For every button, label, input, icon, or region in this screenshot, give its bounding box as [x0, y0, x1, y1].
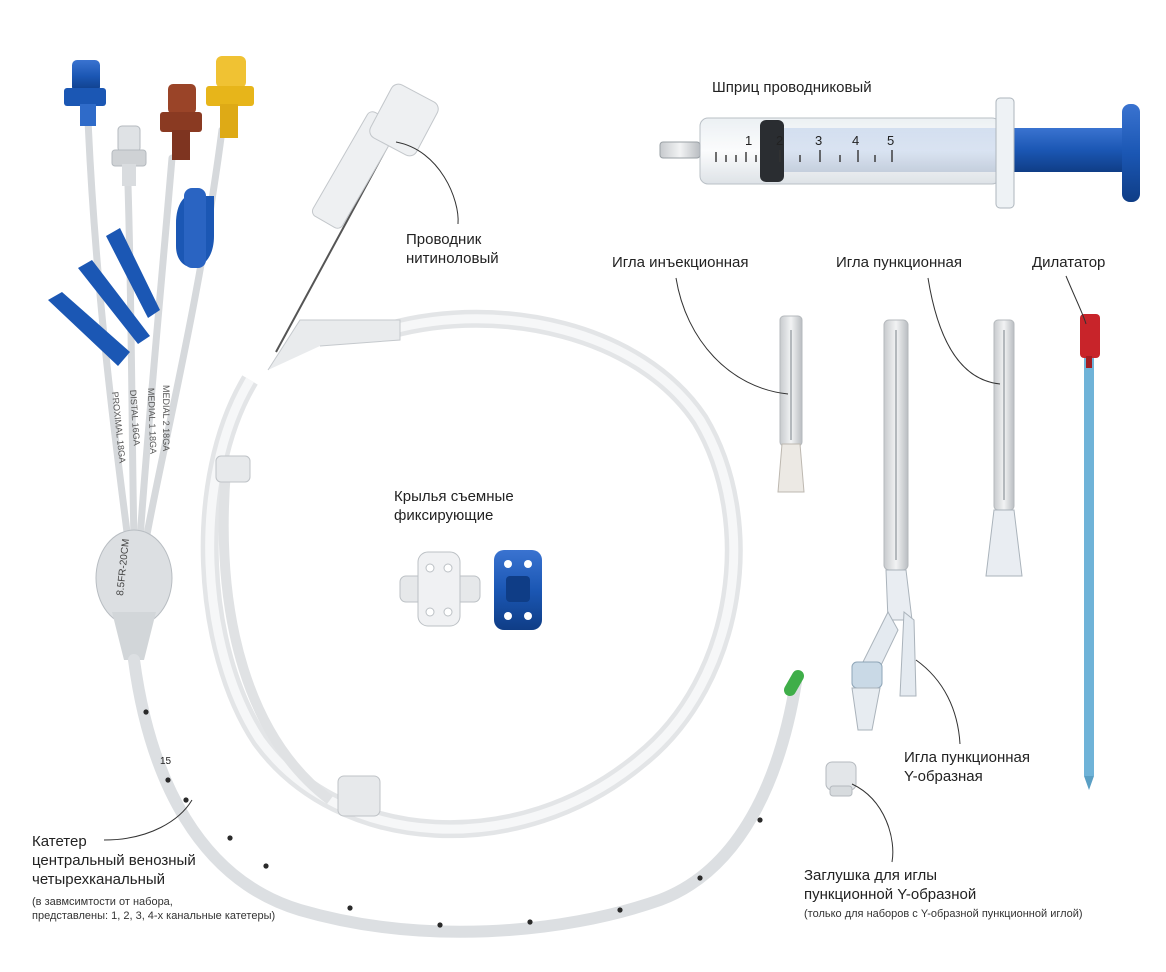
- line-clamps: [48, 188, 214, 366]
- syringe-thumb-press: [1122, 104, 1140, 202]
- label-y-needle: Игла пункционная Y-образная: [904, 748, 1030, 786]
- syringe-scale-1: 1: [745, 133, 752, 148]
- luer-connector-brown: [160, 84, 202, 160]
- label-injection-needle: Игла инъекционная: [612, 254, 749, 271]
- clamp-4-body: [184, 188, 206, 268]
- label-guidewire-line2: нитиноловый: [406, 250, 499, 267]
- leader-injection-needle: [675, 277, 789, 395]
- syringe-barrel: [699, 117, 1001, 185]
- dilator-shaft: [1084, 356, 1094, 776]
- syringe-scale-2: 2: [776, 133, 783, 148]
- line-mark-medial-1: MEDIAL 1 18GA: [146, 388, 158, 455]
- luer-connector-yellow: [206, 56, 254, 138]
- leader-guidewire: [395, 141, 459, 225]
- label-dilator: Дилататор: [1032, 254, 1106, 271]
- y-puncture-needle: [851, 319, 917, 731]
- label-plug-line2: пункционной Y-образной: [804, 886, 977, 903]
- label-guidewire: Проводник нитиноловый: [406, 230, 499, 268]
- label-catheter-line1: Катетер: [32, 833, 87, 850]
- catheter-mark-15: 15: [160, 756, 172, 767]
- fixation-wing-blue: [494, 550, 542, 630]
- catheter-sleeve-1: [215, 455, 251, 483]
- label-catheter-line2: центральный венозный: [32, 852, 196, 869]
- fixation-wing-white: [399, 551, 481, 627]
- guidewire-y-connector: [267, 319, 401, 371]
- label-y-needle-line2: Y-образная: [904, 768, 983, 785]
- dilator: [1080, 314, 1100, 790]
- luer-connector-gray: [111, 125, 147, 186]
- clamp-3: [106, 228, 160, 318]
- catheter: PROXIMAL 18GA DISTAL 16GA MEDIAL 1 18GA …: [48, 56, 804, 938]
- label-syringe: Шприц проводниковый: [712, 79, 872, 96]
- label-catheter-note-line1: (в завмсимтости от набора,: [32, 896, 173, 908]
- leader-plug: [851, 783, 894, 863]
- clamp-2: [78, 260, 150, 344]
- syringe-scale-3: 3: [815, 133, 822, 148]
- puncture-needle: [985, 319, 1023, 577]
- guidewire: [200, 83, 743, 839]
- injection-needle: [777, 315, 805, 493]
- label-wings-line2: фиксирующие: [394, 507, 494, 524]
- label-guidewire-line1: Проводник: [406, 231, 482, 248]
- label-wings-line1: Крылья съемные: [394, 488, 514, 505]
- catheter-sleeve-2: [337, 775, 381, 817]
- luer-connector-blue: [64, 60, 106, 126]
- catheter-extension-lines: [84, 116, 226, 544]
- catheter-hub: [95, 529, 173, 660]
- guidewire-loop-inner: [218, 469, 334, 804]
- dilator-handle: [1080, 314, 1100, 358]
- catheter-body: [128, 654, 802, 938]
- syringe-tip: [659, 141, 701, 159]
- fixation-wings: [399, 550, 542, 630]
- needle-plug: [825, 761, 857, 797]
- label-catheter-line3: четырехканальный: [32, 871, 166, 888]
- label-plug: Заглушка для иглы пункционной Y-образной…: [804, 866, 1083, 921]
- syringe-scale: [715, 150, 893, 162]
- clamp-1: [48, 292, 130, 366]
- label-catheter-note-line2: представлены: 1, 2, 3, 4-х канальные кат…: [32, 910, 276, 922]
- label-plug-line1: Заглушка для иглы: [804, 867, 938, 884]
- label-wings: Крылья съемные фиксирующие: [394, 487, 514, 525]
- leader-catheter: [103, 799, 193, 841]
- guidewire-straightener: [369, 83, 439, 157]
- label-y-needle-line1: Игла пункционная: [904, 749, 1030, 766]
- catheter-tip: [784, 670, 804, 696]
- syringe-scale-4: 4: [852, 133, 859, 148]
- label-puncture-needle: Игла пункционная: [836, 254, 962, 271]
- syringe-flange: [995, 97, 1015, 209]
- leader-y-needle: [915, 659, 961, 745]
- line-mark-distal: DISTAL 16GA: [128, 389, 142, 446]
- leader-lines: [103, 141, 1087, 863]
- leader-dilator: [1065, 275, 1087, 325]
- syringe-scale-5: 5: [887, 133, 894, 148]
- label-plug-note: (только для наборов с Y-образной пункцио…: [804, 908, 1083, 920]
- catheter-depth-marks: [143, 709, 763, 928]
- syringe: 1 2 3 4 5: [659, 97, 1140, 209]
- syringe-plunger-seal: [760, 120, 784, 182]
- line-mark-medial-2: MEDIAL 2 18GA: [161, 385, 171, 451]
- leader-puncture-needle: [927, 277, 1001, 385]
- label-catheter: Катетер центральный венозный четырехкана…: [32, 832, 275, 923]
